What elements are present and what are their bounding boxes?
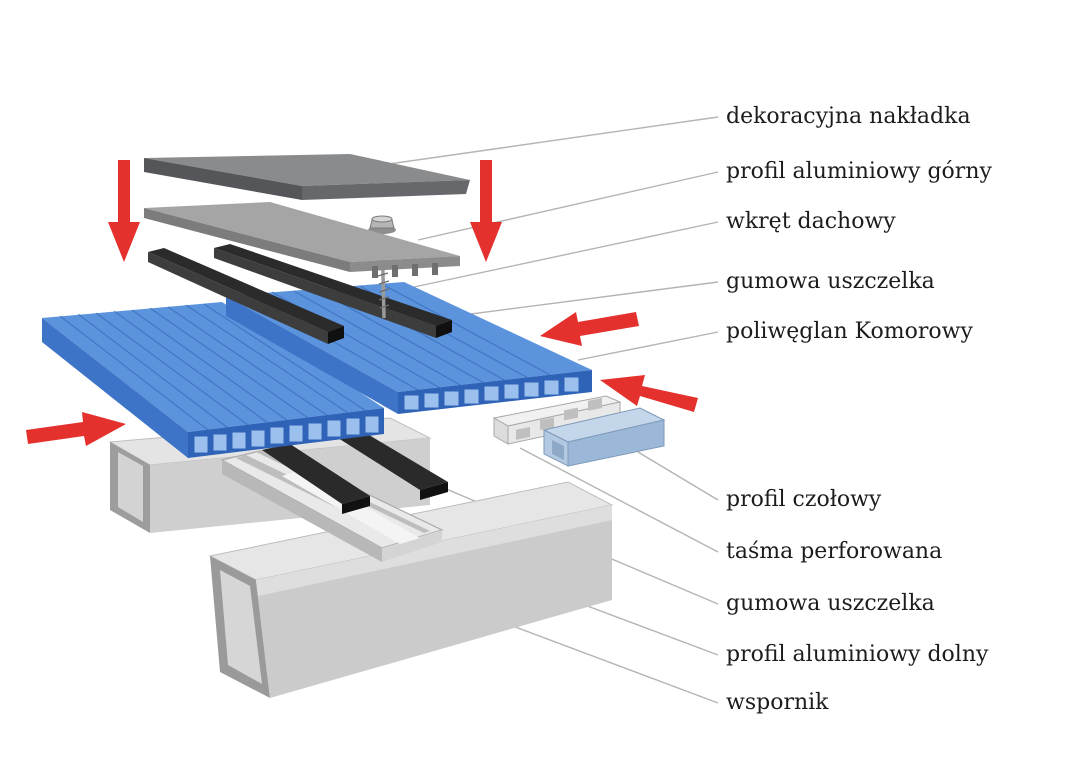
polycarbonate-panel-left bbox=[42, 302, 384, 458]
end-profile bbox=[542, 407, 666, 467]
assembly-arrows bbox=[26, 160, 698, 446]
leader-line-profil-gorny bbox=[417, 171, 719, 241]
arrow-down-right bbox=[470, 160, 502, 262]
perforated-tape bbox=[492, 395, 622, 445]
arrow-right-left-panel bbox=[26, 412, 126, 446]
top-rubber-gaskets bbox=[148, 244, 452, 344]
label-support: wspornik bbox=[726, 690, 829, 715]
arrow-left-top bbox=[540, 312, 639, 346]
arrow-left-middle bbox=[600, 375, 698, 412]
label-top-aluminium-profile: profil aluminiowy górny bbox=[726, 159, 992, 184]
leader-line-tasma bbox=[519, 447, 719, 553]
leader-line-dekoracyjna bbox=[374, 116, 719, 167]
support-beam-front bbox=[208, 481, 614, 698]
label-perforated-tape: taśma perforowana bbox=[726, 539, 943, 564]
leader-line-poliweglan bbox=[577, 331, 719, 361]
label-decorative-cap: dekoracyjna nakładka bbox=[726, 104, 971, 129]
label-roof-screw: wkręt dachowy bbox=[726, 209, 896, 234]
label-rubber-gasket-top: gumowa uszczelka bbox=[726, 269, 935, 294]
leader-line-uszczelka-top bbox=[439, 281, 719, 319]
label-polycarbonate: poliwęglan Komorowy bbox=[726, 319, 973, 344]
top-aluminium-profile bbox=[144, 202, 460, 278]
leader-line-profil-czolowy bbox=[637, 451, 719, 501]
leader-line-wkret bbox=[399, 221, 719, 291]
label-rubber-gasket-bottom: gumowa uszczelka bbox=[726, 591, 935, 616]
label-end-profile: profil czołowy bbox=[726, 487, 882, 512]
arrow-down-left bbox=[108, 160, 140, 262]
label-bottom-aluminium-profile: profil aluminiowy dolny bbox=[726, 642, 989, 667]
bottom-rubber-gaskets bbox=[262, 432, 448, 514]
decorative-cap bbox=[144, 154, 470, 200]
